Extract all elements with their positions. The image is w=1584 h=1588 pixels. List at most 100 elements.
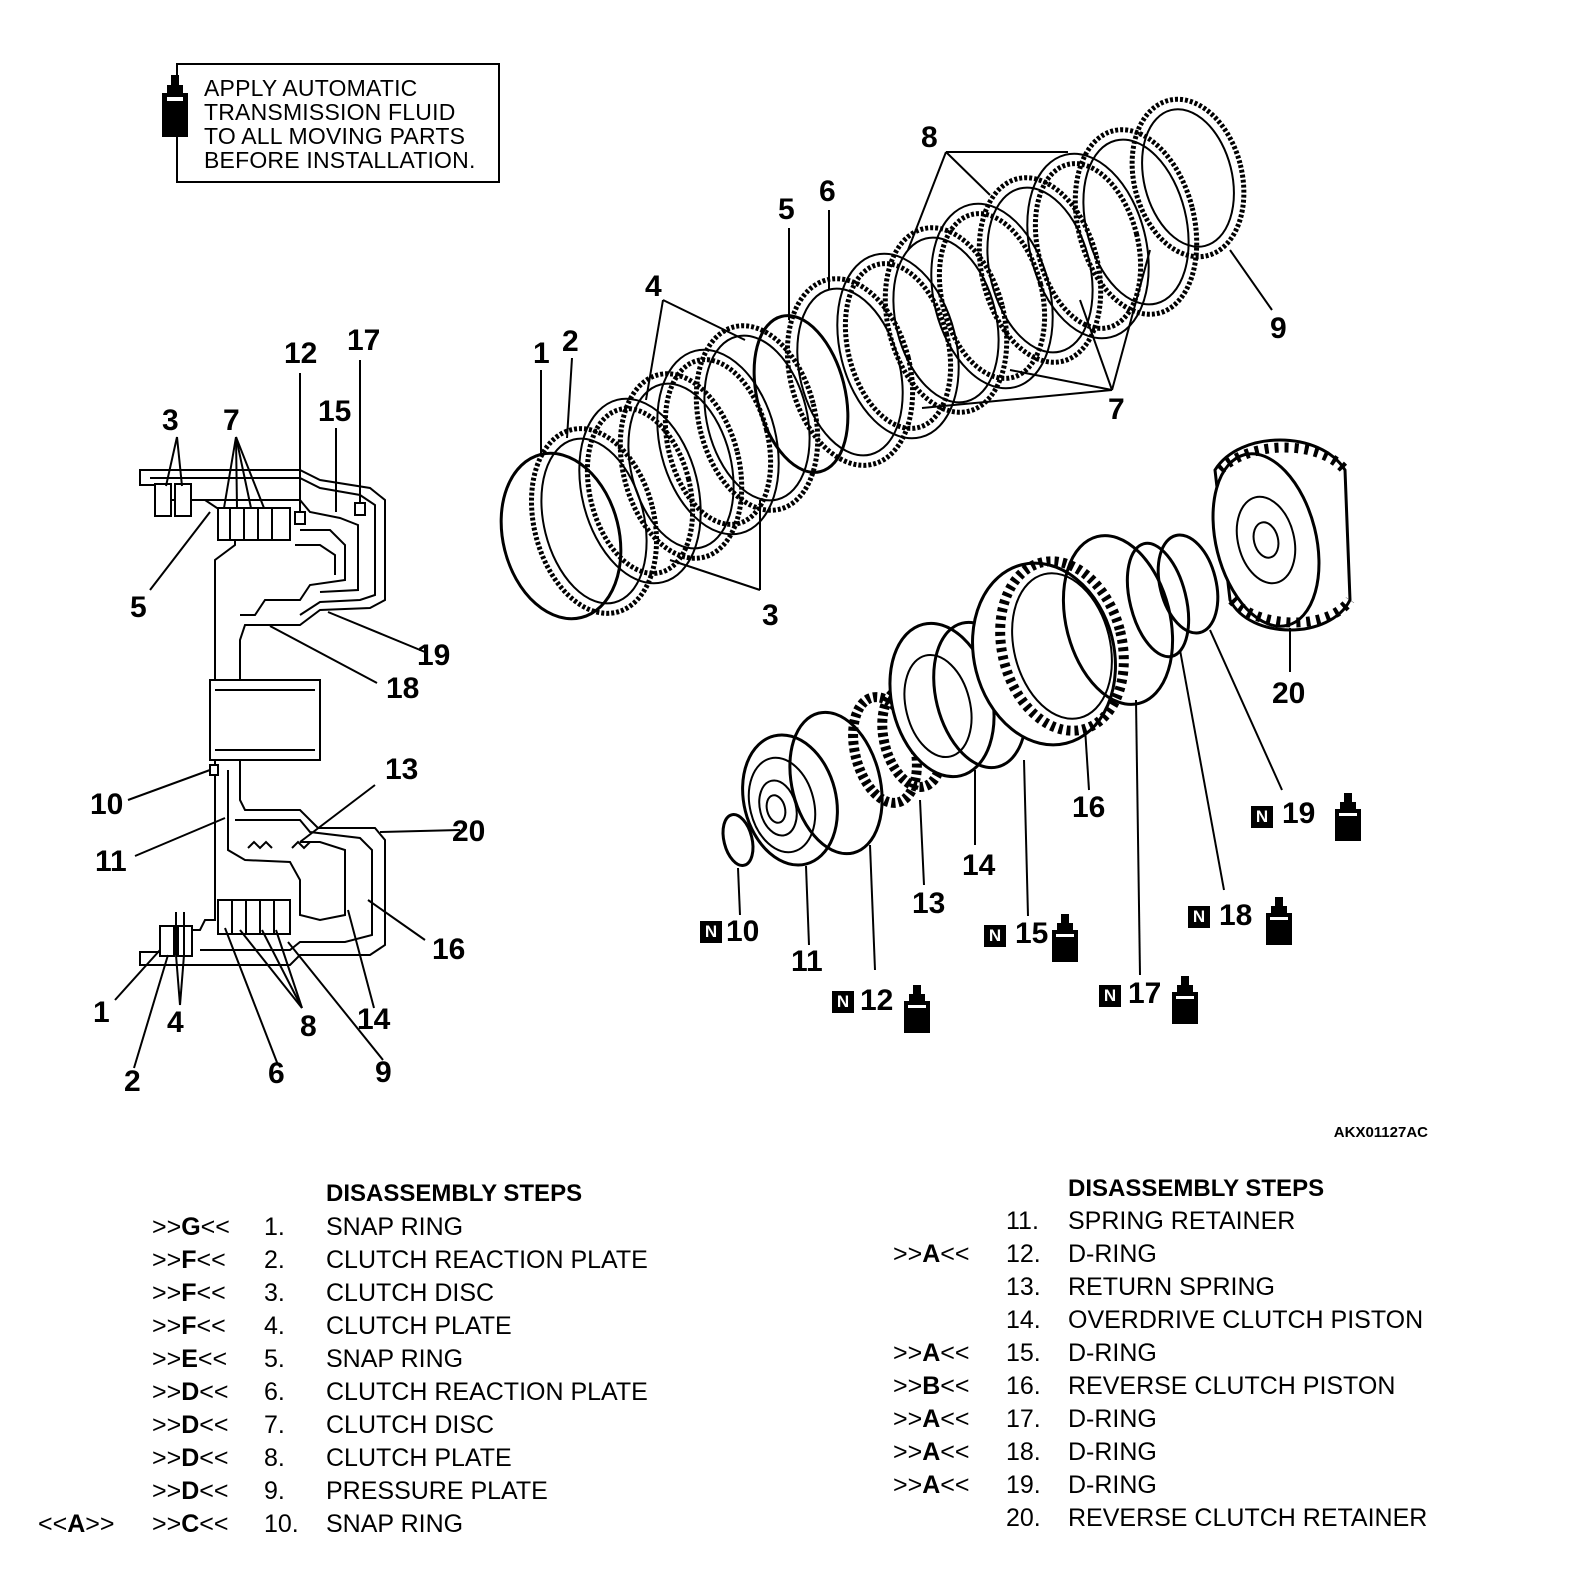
- part-name: D-RING: [1068, 1471, 1157, 1499]
- callout-9: 9: [375, 1056, 392, 1089]
- oil-bottle-icon: [1335, 793, 1361, 841]
- callout-1: 1: [533, 337, 550, 370]
- part-name: SPRING RETAINER: [1068, 1207, 1296, 1235]
- part-name: OVERDRIVE CLUTCH PISTON: [1068, 1306, 1424, 1334]
- part-name: D-RING: [1068, 1405, 1157, 1433]
- oil-bottle-icon: [1266, 897, 1292, 945]
- part-name: CLUTCH REACTION PLATE: [326, 1378, 648, 1406]
- oil-bottle-icon: [904, 985, 930, 1033]
- install-mark: >>C<<: [152, 1510, 229, 1538]
- callout-20: 20: [1272, 677, 1306, 710]
- part-name: RETURN SPRING: [1068, 1273, 1275, 1301]
- callout-20: 20: [452, 815, 486, 848]
- callout-2: 2: [562, 325, 579, 358]
- step-number: 11.: [1006, 1207, 1039, 1235]
- callout-10: 10: [90, 788, 124, 821]
- note-line-1: APPLY AUTOMATIC: [204, 75, 418, 101]
- step-number: 15.: [1006, 1339, 1041, 1367]
- callout-5: 5: [778, 193, 795, 226]
- part-name: D-RING: [1068, 1240, 1157, 1268]
- install-mark: >>F<<: [152, 1279, 226, 1307]
- install-mark: >>A<<: [893, 1405, 970, 1433]
- cross-section-view: [139, 469, 386, 966]
- step-number: 20.: [1006, 1504, 1041, 1532]
- callout-11: 11: [791, 945, 823, 978]
- install-mark: >>D<<: [152, 1411, 229, 1439]
- callout-4: 4: [167, 1006, 184, 1039]
- step-number: 3.: [264, 1279, 285, 1307]
- install-mark: >>D<<: [152, 1477, 229, 1505]
- callout-12: 12: [860, 984, 894, 1017]
- step-number: 7.: [264, 1411, 285, 1439]
- callout-16: 16: [1072, 791, 1106, 824]
- part-name: D-RING: [1068, 1339, 1157, 1367]
- step-number: 8.: [264, 1444, 285, 1472]
- piston-assembly-exploded: [721, 438, 1355, 867]
- step-number: 10.: [264, 1510, 299, 1538]
- exploded-leaders-upper: [540, 151, 1273, 591]
- install-mark: >>A<<: [893, 1471, 970, 1499]
- callout-8: 8: [300, 1010, 317, 1043]
- install-mark: >>B<<: [893, 1372, 970, 1400]
- install-mark: >>D<<: [152, 1378, 229, 1406]
- new-part-badge: N: [1188, 906, 1210, 928]
- callout-5: 5: [130, 591, 147, 624]
- step-number: 17.: [1006, 1405, 1041, 1433]
- oil-bottle-icon: [1172, 976, 1198, 1024]
- callout-19: 19: [1282, 797, 1316, 830]
- callout-8: 8: [921, 121, 938, 154]
- install-mark: >>D<<: [152, 1444, 229, 1472]
- exploded-view-diagram: [114, 96, 1355, 1069]
- install-mark: >>A<<: [893, 1339, 970, 1367]
- callout-13: 13: [385, 753, 419, 786]
- part-name: CLUTCH DISC: [326, 1279, 495, 1307]
- callout-16: 16: [432, 933, 466, 966]
- part-name: REVERSE CLUTCH PISTON: [1068, 1372, 1396, 1400]
- install-mark: >>F<<: [152, 1312, 226, 1340]
- step-number: 12.: [1006, 1240, 1041, 1268]
- new-part-badge: N: [700, 921, 722, 943]
- callout-7: 7: [223, 404, 240, 437]
- callout-15: 15: [1015, 917, 1049, 950]
- callout-3: 3: [162, 404, 179, 437]
- callout-3: 3: [762, 599, 779, 632]
- note-line-3: TO ALL MOVING PARTS: [204, 123, 466, 149]
- steps-left-title: DISASSEMBLY STEPS: [326, 1180, 583, 1207]
- callout-6: 6: [268, 1057, 285, 1090]
- install-mark-reverse: <<A>>: [38, 1510, 115, 1538]
- part-name: SNAP RING: [326, 1213, 464, 1241]
- callout-10: 10: [726, 915, 760, 948]
- note-line-4: BEFORE INSTALLATION.: [204, 147, 476, 173]
- install-mark: >>G<<: [152, 1213, 230, 1241]
- callout-11: 11: [95, 845, 127, 878]
- oil-bottle-icon: [1052, 914, 1078, 962]
- step-number: 14.: [1006, 1306, 1041, 1334]
- new-part-badge: N: [984, 925, 1006, 947]
- step-number: 9.: [264, 1477, 285, 1505]
- figure-code: AKX01127AC: [1333, 1124, 1428, 1141]
- part-name: SNAP RING: [326, 1510, 464, 1538]
- callout-12: 12: [284, 337, 318, 370]
- clutch-pack-exploded: [499, 96, 1247, 621]
- step-number: 4.: [264, 1312, 285, 1340]
- step-number: 1.: [264, 1213, 285, 1241]
- callout-15: 15: [318, 395, 352, 428]
- new-part-badge: N: [832, 991, 854, 1013]
- callout-17: 17: [347, 324, 381, 357]
- part-name: CLUTCH REACTION PLATE: [326, 1246, 648, 1274]
- part-name: SNAP RING: [326, 1345, 464, 1373]
- oil-bottle-icon: [162, 75, 188, 137]
- new-part-badge: N: [1099, 985, 1121, 1007]
- install-mark: >>F<<: [152, 1246, 226, 1274]
- step-number: 18.: [1006, 1438, 1041, 1466]
- atf-note-box: APPLY AUTOMATIC TRANSMISSION FLUID TO AL…: [162, 63, 500, 183]
- part-name: CLUTCH PLATE: [326, 1444, 512, 1472]
- steps-right-title: DISASSEMBLY STEPS: [1068, 1175, 1325, 1202]
- cross-section-leaders: [114, 360, 461, 1069]
- callout-4: 4: [645, 270, 662, 303]
- step-number: 19.: [1006, 1471, 1041, 1499]
- part-name: REVERSE CLUTCH RETAINER: [1068, 1504, 1428, 1532]
- step-number: 6.: [264, 1378, 285, 1406]
- callout-14: 14: [962, 849, 996, 882]
- step-number: 2.: [264, 1246, 285, 1274]
